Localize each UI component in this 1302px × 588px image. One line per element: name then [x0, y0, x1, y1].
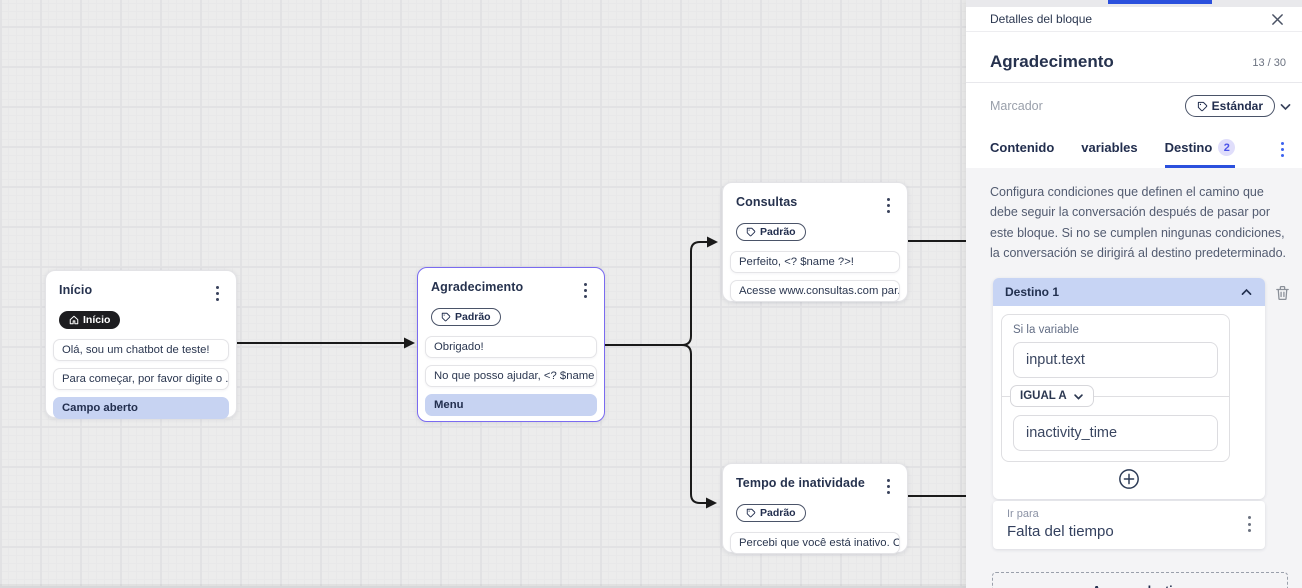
tabs-row: Contenido variables Destino 2 [966, 127, 1302, 168]
destino-description: Configura condiciones que definen el cam… [990, 185, 1286, 260]
panel-title: Detalles del bloque [990, 12, 1093, 26]
node-type-badge: Padrão [736, 503, 806, 522]
marcador-select[interactable]: Estándar [1184, 95, 1275, 117]
node-message[interactable]: Perfeito, <? $name ?>! [730, 250, 900, 273]
flow-node-tempo-inatividade[interactable]: Tempo de inatividade Padrão Percebi que … [722, 463, 908, 554]
compare-value-input[interactable]: inactivity_time [1013, 415, 1218, 451]
kebab-menu-icon[interactable] [580, 280, 591, 301]
add-condition-button[interactable] [1118, 468, 1140, 490]
destino-1-title: Destino 1 [1005, 285, 1060, 299]
trash-icon [1276, 285, 1289, 301]
node-message[interactable]: Olá, sou um chatbot de teste! [53, 338, 229, 361]
condition-box: Si la variable input.text IGUAL A in [1001, 314, 1230, 462]
node-title: Consultas [736, 195, 798, 209]
kebab-menu-icon[interactable] [212, 283, 223, 304]
tag-icon [1197, 101, 1207, 111]
node-type-badge: Padrão [431, 307, 501, 326]
panel-header: Detalles del bloque [966, 7, 1302, 32]
destino-1-card: Destino 1 Si la variable input.text I [993, 278, 1265, 499]
node-title: Agradecimento [431, 280, 524, 294]
block-details-panel: Detalles del bloque Agradecimento 13 / 3… [966, 0, 1302, 588]
node-message[interactable]: Acesse www.consultas.com par... [730, 279, 900, 302]
flow-canvas[interactable]: Início Início Olá, sou um chatbot de tes… [0, 0, 966, 588]
node-type-badge: Início [59, 310, 121, 329]
node-message[interactable]: Para começar, por favor digite o ... [53, 367, 229, 390]
chevron-down-icon[interactable] [1279, 100, 1292, 113]
kebab-menu-icon[interactable] [883, 476, 894, 497]
condition-label: Si la variable [1013, 324, 1079, 336]
operator-select[interactable]: IGUAL A [1010, 385, 1094, 407]
tag-icon [746, 227, 756, 236]
canvas-bottom-edge [0, 584, 966, 588]
tab-destino[interactable]: Destino 2 [1164, 131, 1236, 168]
block-title-row: Agradecimento 13 / 30 [966, 32, 1302, 83]
active-tab-indicator [1108, 0, 1212, 4]
home-icon [69, 315, 79, 324]
char-counter: 13 / 30 [1252, 57, 1286, 69]
divider [1002, 396, 1229, 397]
close-icon[interactable] [1269, 11, 1286, 28]
flow-node-agradecimento[interactable]: Agradecimento Padrão Obrigado! No que po… [417, 267, 605, 422]
goto-label: Ir para [1007, 508, 1039, 520]
block-name[interactable]: Agradecimento [990, 52, 1114, 71]
tag-icon [441, 312, 451, 321]
goto-value: Falta del tiempo [1007, 523, 1114, 540]
marcador-row: Marcador Estándar [966, 83, 1302, 127]
plus-circle-icon [1119, 469, 1139, 489]
goto-destination-row[interactable]: Ir para Falta del tiempo [993, 501, 1265, 549]
destino-1-header[interactable]: Destino 1 [993, 278, 1265, 306]
chevron-down-icon [1073, 393, 1083, 400]
node-message[interactable]: Obrigado! [425, 335, 597, 358]
node-menu-row[interactable]: Menu [425, 393, 597, 416]
node-title: Início [59, 283, 93, 297]
delete-destino-button[interactable] [1274, 284, 1291, 304]
destino-count-badge: 2 [1218, 139, 1236, 156]
flow-node-inicio[interactable]: Início Início Olá, sou um chatbot de tes… [45, 270, 237, 419]
goto-options-kebab-icon[interactable] [1244, 514, 1255, 535]
destino-tab-content: Configura condiciones que definen el cam… [966, 168, 1302, 588]
add-destination-button[interactable]: Agregar destino [992, 572, 1288, 588]
flow-node-consultas[interactable]: Consultas Padrão Perfeito, <? $name ?>! … [722, 182, 908, 302]
node-title: Tempo de inatividade [736, 476, 865, 490]
variable-input[interactable]: input.text [1013, 342, 1218, 378]
tab-contenido[interactable]: Contenido [990, 140, 1055, 155]
node-type-badge: Padrão [736, 222, 806, 241]
node-open-field-row[interactable]: Campo aberto [53, 396, 229, 419]
marcador-label: Marcador [990, 99, 1043, 113]
kebab-menu-icon[interactable] [883, 195, 894, 216]
tab-options-kebab-icon[interactable] [1277, 139, 1288, 160]
tag-icon [746, 508, 756, 517]
chevron-up-icon[interactable] [1240, 286, 1253, 299]
panel-top-strip [966, 0, 1302, 7]
node-message[interactable]: Percebi que você está inativo. C... [730, 531, 900, 554]
node-message[interactable]: No que posso ajudar, <? $name ... [425, 364, 597, 387]
tab-variables[interactable]: variables [1081, 140, 1138, 155]
